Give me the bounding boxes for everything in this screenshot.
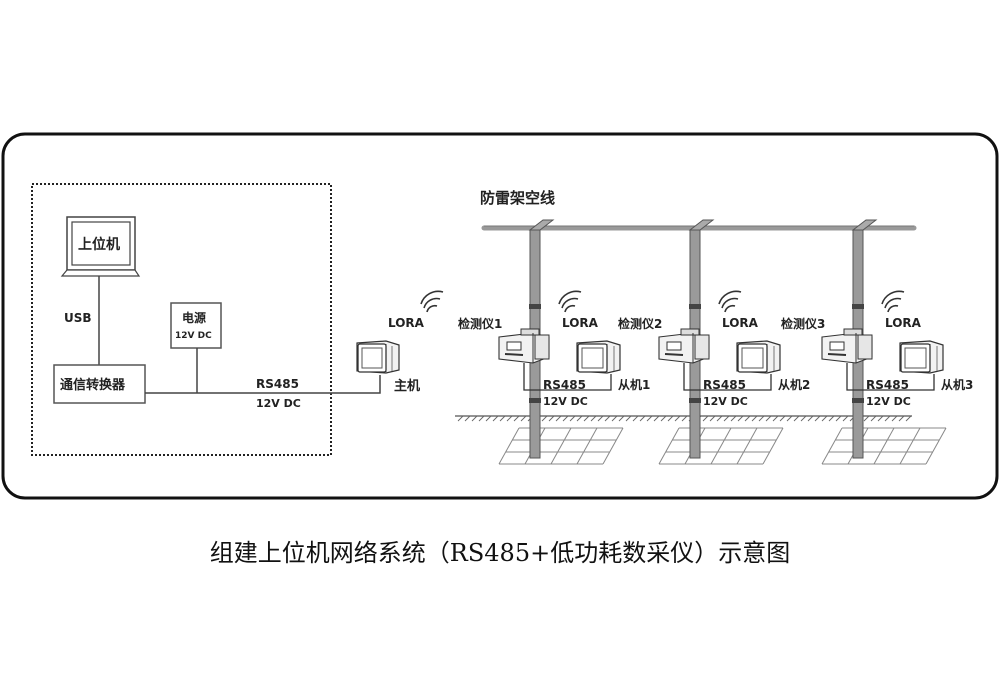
pole-cap <box>851 219 878 231</box>
slave-label: 从机3 <box>941 377 973 392</box>
grounding-grid <box>821 427 947 465</box>
power-voltage: 12V DC <box>175 331 212 341</box>
pc-label: 上位机 <box>78 236 120 253</box>
pole-clamp <box>529 304 541 309</box>
pole-cap <box>688 219 715 231</box>
rs485-cable <box>683 363 772 391</box>
detector-device-icon <box>658 328 710 364</box>
rs485-cable <box>523 363 612 391</box>
pole-clamp <box>529 398 541 403</box>
pole-cap <box>528 219 555 231</box>
radio-label: LORA <box>885 316 922 330</box>
slave-label: 从机1 <box>618 377 650 392</box>
pole-clamp <box>689 304 701 309</box>
power-label: 电源 <box>182 310 206 325</box>
grounding-grid <box>658 427 784 465</box>
pole-clamp <box>852 398 864 403</box>
converter-label: 通信转换器 <box>60 377 126 393</box>
local-station-boundary <box>31 183 332 456</box>
bus-label: RS485 <box>703 378 746 392</box>
detector-device-icon <box>498 328 550 364</box>
bus-voltage: 12V DC <box>256 397 301 410</box>
bus-label: RS485 <box>256 377 299 391</box>
bus-voltage: 12V DC <box>866 395 911 408</box>
usb-label: USB <box>64 311 92 325</box>
power-box <box>170 302 222 349</box>
bus-label: RS485 <box>866 378 909 392</box>
grounding-grid <box>498 427 624 465</box>
wireless-icon <box>420 290 444 313</box>
overhead-line-label: 防雷架空线 <box>480 189 555 207</box>
radio-label: LORA <box>562 316 599 330</box>
outer-frame <box>1 132 999 500</box>
station-3: 检测仪3 LORA RS485 12V DC 从机3 <box>781 219 973 465</box>
detector-label: 检测仪2 <box>618 316 662 331</box>
bus-label: RS485 <box>543 378 586 392</box>
detector-device-icon <box>821 328 873 364</box>
ground-hatch <box>457 415 912 422</box>
slave-label: 从机2 <box>778 377 810 392</box>
master-device-icon <box>356 340 400 374</box>
bus-voltage: 12V DC <box>543 395 588 408</box>
master-radio-label: LORA <box>388 316 425 330</box>
master-label: 主机 <box>394 378 420 394</box>
pole-clamp <box>689 398 701 403</box>
caption: 组建上位机网络系统（RS485+低功耗数采仪）示意图 <box>209 539 791 567</box>
converter-box <box>53 364 146 404</box>
rs485-cable <box>846 363 935 391</box>
slave-device-icon <box>899 340 944 374</box>
detector-label: 检测仪3 <box>781 316 825 331</box>
station-1: 检测仪1 LORA RS485 12V DC 从机1 <box>458 219 650 465</box>
slave-device-icon <box>736 340 781 374</box>
detector-label: 检测仪1 <box>458 316 502 331</box>
laptop-icon <box>60 216 141 277</box>
slave-device-icon <box>576 340 621 374</box>
station-2: 检测仪2 LORA RS485 12V DC 从机2 <box>618 219 810 465</box>
rs485-bus <box>145 375 381 394</box>
pole-clamp <box>852 304 864 309</box>
bus-voltage: 12V DC <box>703 395 748 408</box>
wireless-icon <box>558 290 582 313</box>
wireless-icon <box>881 290 905 313</box>
radio-label: LORA <box>722 316 759 330</box>
wireless-icon <box>718 290 742 313</box>
